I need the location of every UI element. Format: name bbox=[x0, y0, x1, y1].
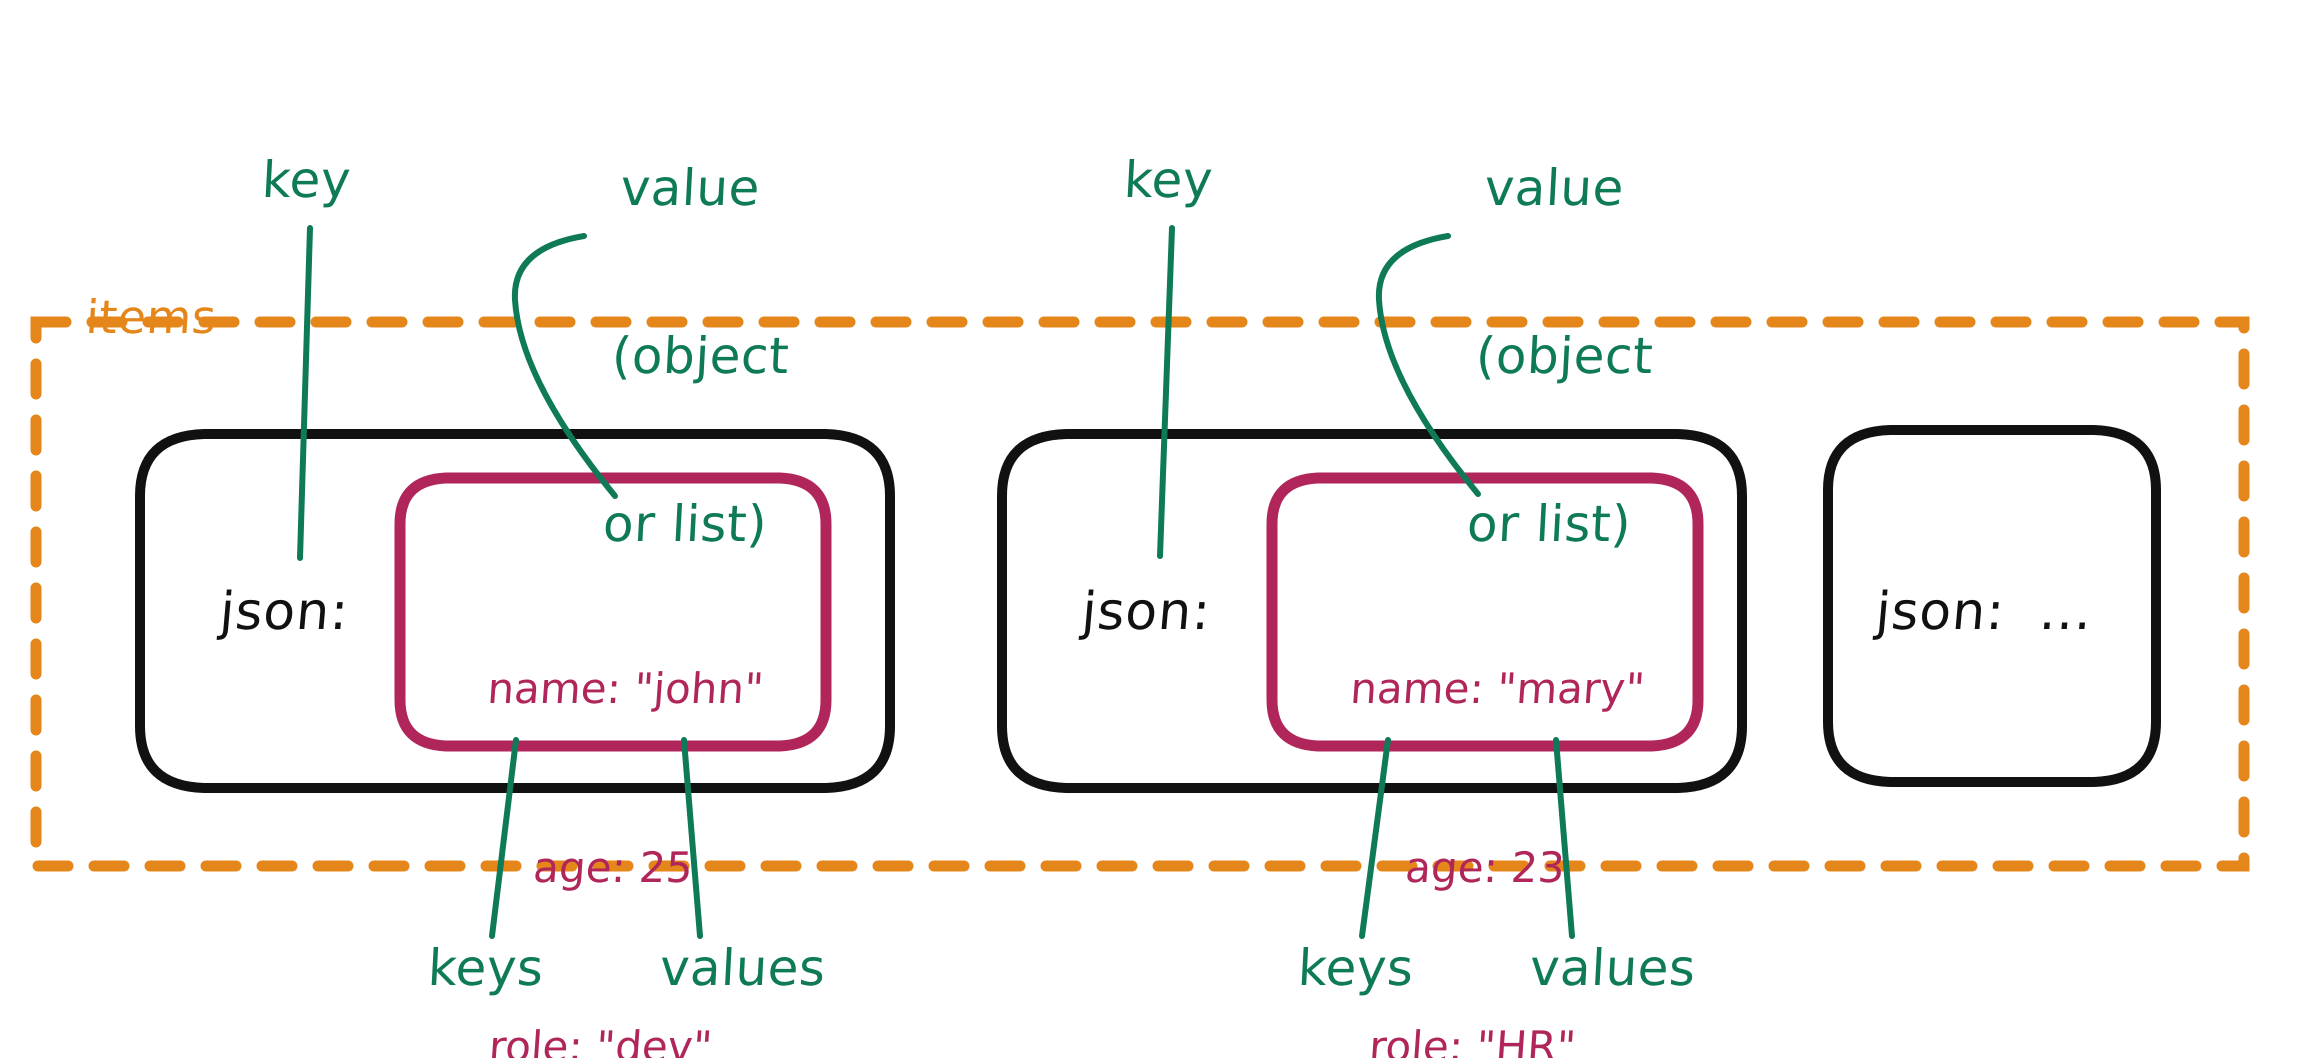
value-box-entries-2: name: "mary" age: 23 role: "HR" bbox=[1249, 540, 1721, 1058]
json-label-card-3: json: ... bbox=[1873, 582, 2096, 642]
annotation-value-left-line2: (object bbox=[610, 327, 791, 385]
annotation-value-right-line2: (object bbox=[1474, 327, 1655, 385]
json-label-card-1: json: bbox=[217, 582, 352, 642]
kv-entry-1-2: role: "dev" bbox=[487, 1022, 714, 1058]
leader-line-value-right bbox=[1375, 233, 1481, 497]
leader-line-key-left bbox=[297, 225, 313, 561]
json-label-card-2: json: bbox=[1079, 582, 1214, 642]
leader-line-key-right bbox=[1157, 225, 1175, 559]
annotation-value-left-line1: value bbox=[619, 159, 762, 217]
leader-line-value-left bbox=[511, 233, 618, 499]
items-container-label: items bbox=[84, 290, 219, 344]
annotation-key-right: key bbox=[1122, 151, 1215, 209]
kv-entry-2-1: age: 23 bbox=[1403, 843, 1567, 893]
kv-entry-2-0: name: "mary" bbox=[1348, 664, 1647, 714]
annotation-key-left: key bbox=[260, 151, 353, 209]
kv-entry-1-1: age: 25 bbox=[531, 843, 695, 893]
kv-entry-2-2: role: "HR" bbox=[1367, 1022, 1578, 1058]
annotation-value-right-line1: value bbox=[1483, 159, 1626, 217]
value-box-entries-1: name: "john" age: 25 role: "dev" bbox=[377, 540, 849, 1058]
kv-entry-1-0: name: "john" bbox=[485, 664, 766, 714]
